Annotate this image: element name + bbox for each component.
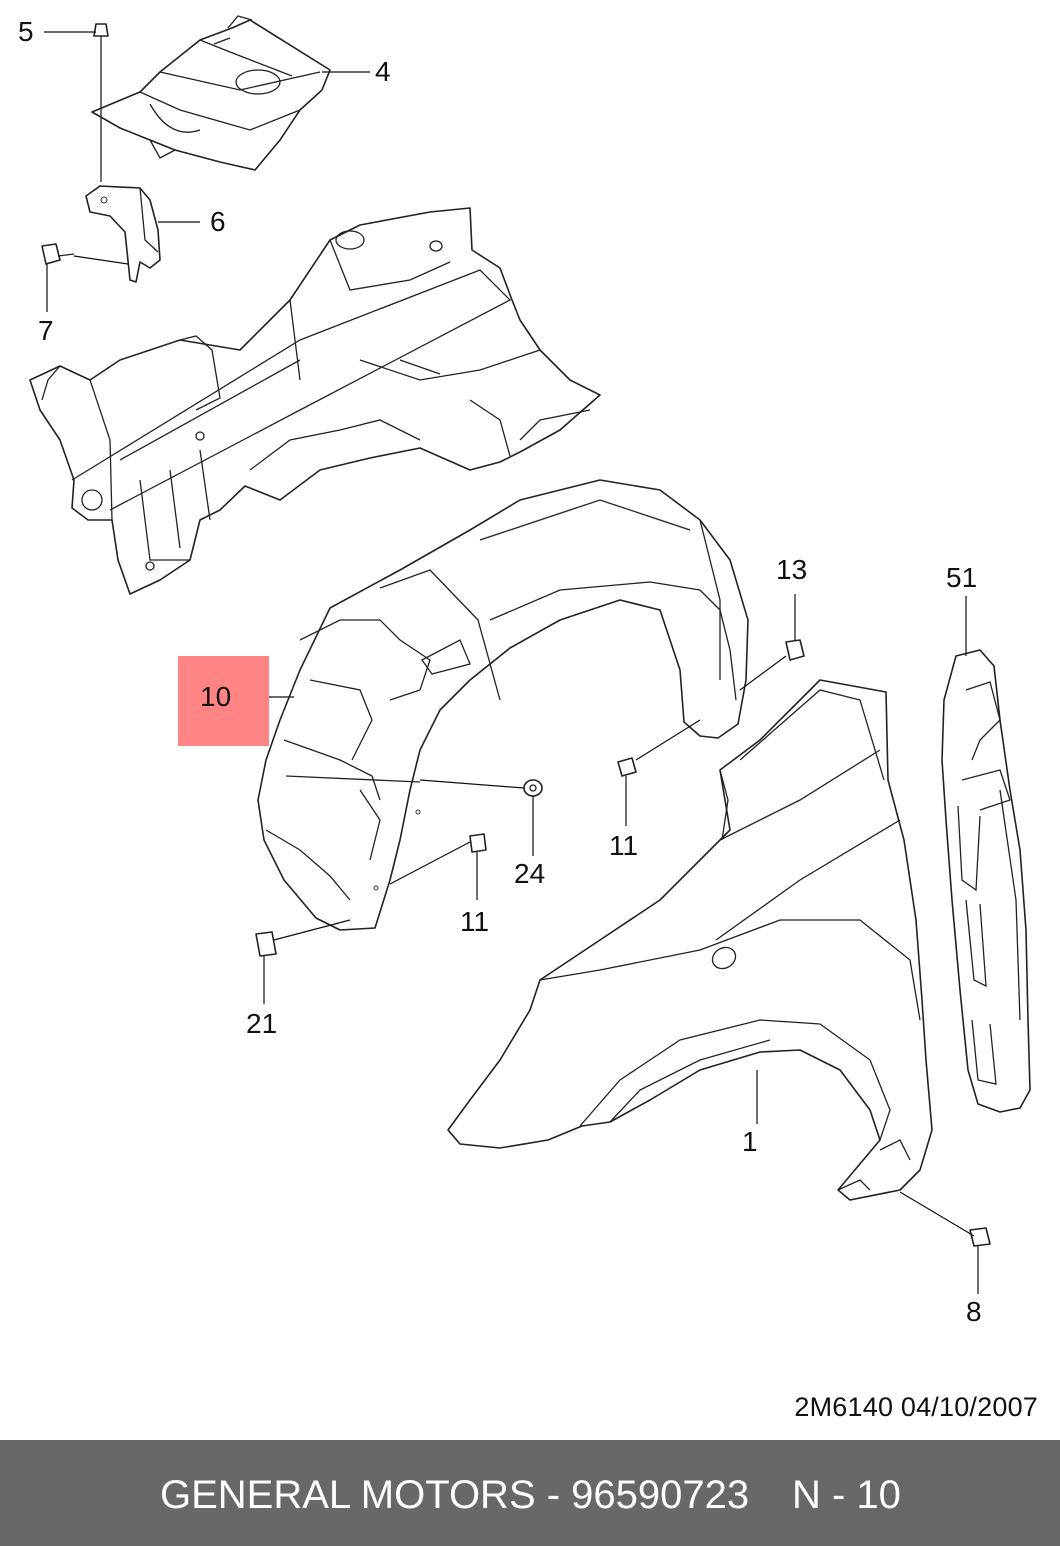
bracket-part: [85, 185, 161, 283]
clip-13: [785, 639, 805, 661]
bolt-7: [41, 243, 75, 265]
screw-8: [969, 1227, 991, 1247]
callout-8: 8: [966, 1296, 982, 1327]
callout-6: 6: [210, 206, 226, 237]
callout-4: 4: [375, 56, 391, 87]
front-fender-part: [447, 679, 933, 1201]
screw-11b: [469, 833, 487, 853]
document-code: 2M6140 04/10/2007: [794, 1392, 1038, 1422]
seal-strip-part: [941, 649, 1031, 1113]
nut-24: [523, 779, 543, 797]
callout-11-lower: 11: [460, 906, 490, 937]
callout-10: 10: [200, 681, 232, 712]
footer-part-number: GENERAL MOTORS - 96590723: [160, 1473, 750, 1517]
callout-11-upper: 11: [609, 830, 639, 861]
clip-21: [255, 931, 277, 957]
callout-13: 13: [776, 554, 808, 585]
parts-diagram: [29, 15, 1031, 1294]
callout-7: 7: [38, 315, 54, 346]
callout-51: 51: [946, 562, 978, 593]
callout-21: 21: [246, 1008, 278, 1039]
footer-bar: GENERAL MOTORS - 96590723 N - 10: [0, 1440, 1060, 1546]
highlighted-part-box: [178, 656, 269, 746]
footer-page: N - 10: [792, 1473, 901, 1517]
battery-tray-part: [91, 15, 331, 171]
callout-1: 1: [742, 1126, 758, 1157]
leader-lines: [44, 31, 979, 1294]
front-frame-structure: [29, 207, 601, 595]
callout-5: 5: [18, 16, 34, 47]
callout-24: 24: [514, 858, 546, 889]
bolt-5: [93, 23, 109, 182]
wheelhouse-liner-part: [257, 479, 749, 931]
screw-11a: [617, 757, 637, 777]
